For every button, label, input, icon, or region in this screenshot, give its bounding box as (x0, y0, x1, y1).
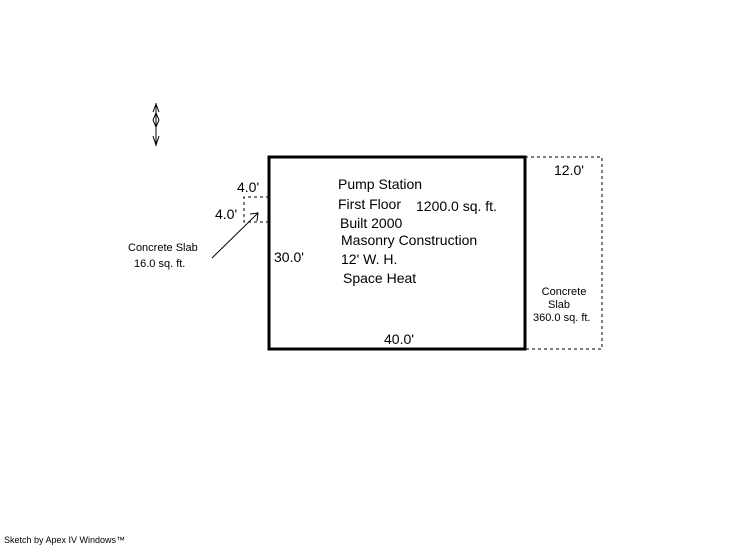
north-arrow-icon (152, 102, 160, 147)
small-slab-label: Concrete Slab (128, 242, 198, 254)
building-year: Built 2000 (340, 215, 403, 231)
main-building-outline (267, 155, 527, 351)
building-construction: Masonry Construction (341, 232, 478, 248)
small-slab-area: 16.0 sq. ft. (134, 258, 186, 270)
building-width-dimension: 40.0' (384, 331, 414, 347)
large-slab-outline (525, 156, 603, 350)
small-slab-outline (243, 196, 269, 223)
large-slab-label-line2: Slab (547, 299, 571, 311)
large-slab-area: 360.0 sq. ft. (533, 312, 591, 324)
sketch-credit: Sketch by Apex IV Windows™ (4, 535, 126, 545)
building-area: 1200.0 sq. ft. (416, 198, 497, 214)
small-slab-depth-dimension: 4.0' (215, 206, 238, 222)
large-slab-width-dimension: 12.0' (554, 162, 584, 178)
large-slab-label-line1: Concrete (541, 286, 587, 298)
slab-pointer-arrow (211, 212, 259, 259)
building-wall-height: 12' W. H. (341, 251, 398, 267)
building-depth-dimension: 30.0' (274, 249, 304, 265)
building-heating: Space Heat (343, 270, 417, 286)
building-floor: First Floor (338, 196, 401, 212)
building-name: Pump Station (338, 176, 423, 192)
small-slab-width-dimension: 4.0' (237, 179, 260, 195)
